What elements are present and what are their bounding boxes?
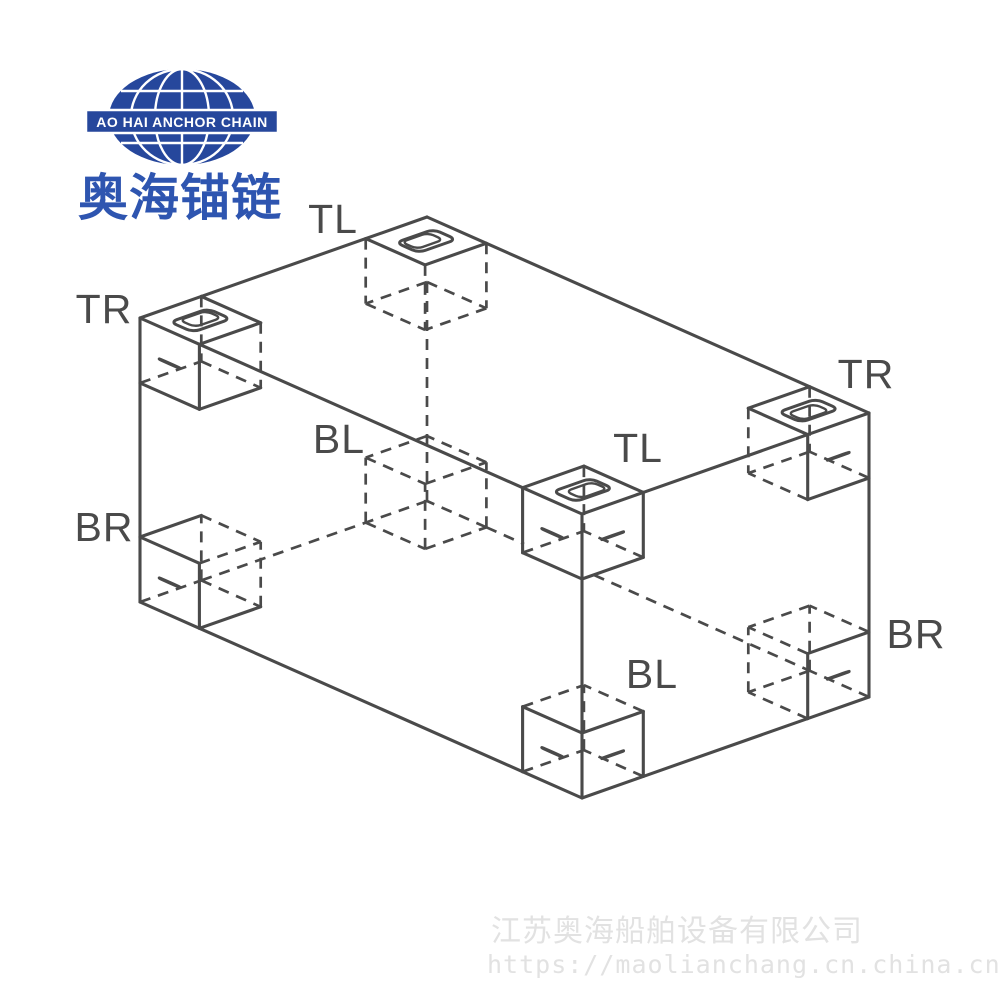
- logo-banner-text: AO HAI ANCHOR CHAIN: [96, 114, 268, 130]
- corner-label-bottom-front: BL: [626, 651, 678, 697]
- holes-layer: [159, 229, 849, 759]
- brand-chinese-name: 奥海锚链: [78, 168, 282, 227]
- watermark-company: 江苏奥海船舶设备有限公司: [491, 914, 863, 949]
- corner-label-top-left: TR: [76, 286, 133, 332]
- logo-banner: [84, 108, 280, 135]
- corner-label-top-front: TL: [613, 425, 663, 471]
- visible-edges-layer: [138, 215, 871, 800]
- corner-label-bottom-left: BR: [75, 504, 134, 550]
- globe-logo-icon: AO HAI ANCHOR CHAIN: [84, 67, 280, 167]
- hidden-edges-layer: [139, 238, 870, 778]
- watermark-url: https://maolianchang.cn.china.cn: [487, 950, 1000, 979]
- corner-labels-layer: TL TR TR TL BL BR BR BL: [75, 196, 946, 697]
- corner-label-bottom-back: BL: [313, 416, 365, 462]
- corner-label-top-right: TR: [838, 351, 895, 397]
- corner-label-top-back: TL: [308, 196, 358, 242]
- corner-label-bottom-right: BR: [887, 611, 946, 657]
